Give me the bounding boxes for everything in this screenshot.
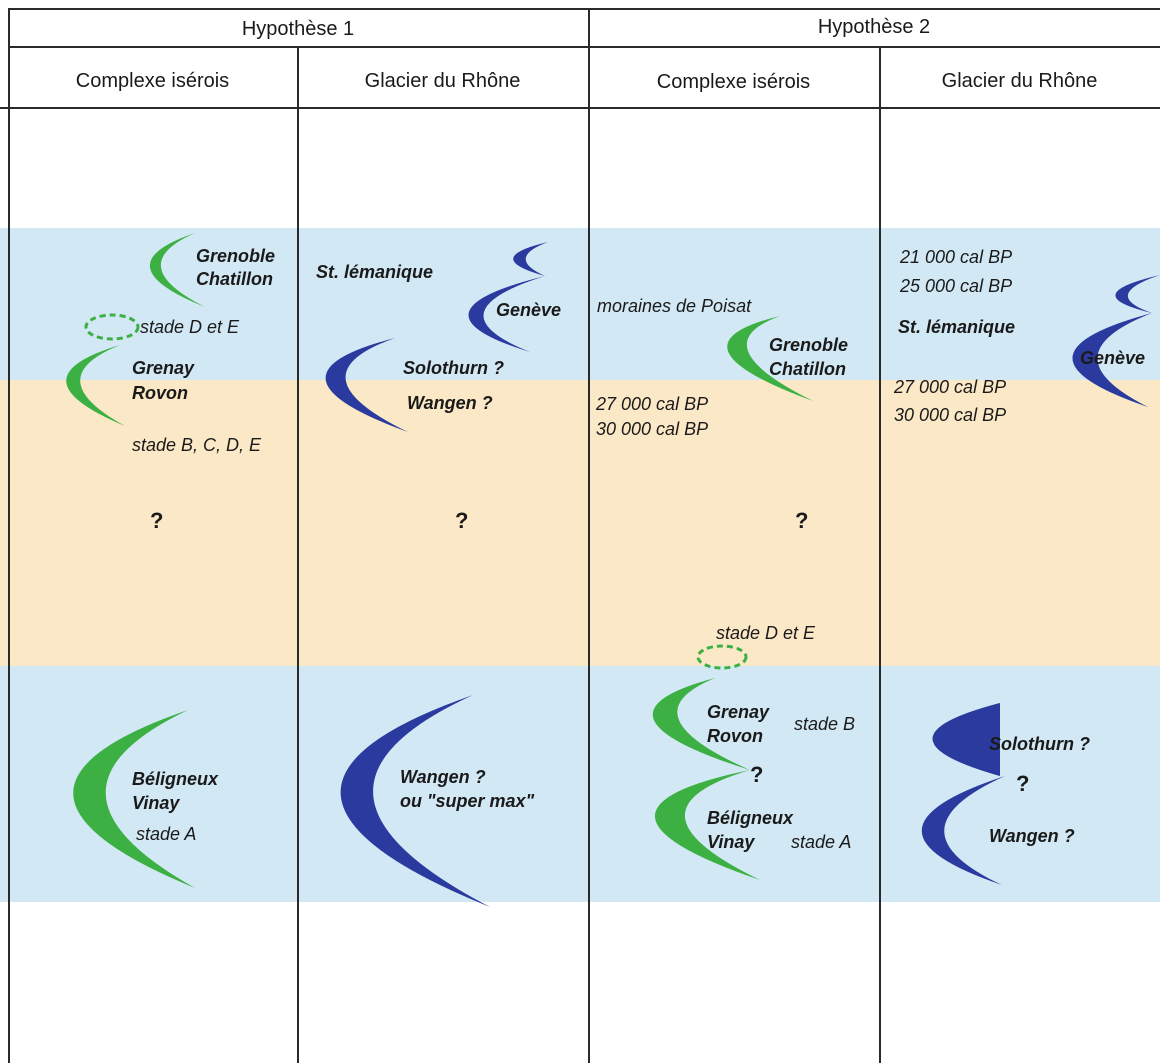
- moraine-arc-grenoble-h2: [727, 316, 813, 401]
- label-date-21000-h2: 21 000 cal BP: [900, 247, 1013, 267]
- label-vinay-h2: Vinay: [707, 832, 755, 852]
- column-header-rhone-h1: Glacier du Rhône: [364, 70, 521, 92]
- moraine-arc-geneve-h2: [1072, 313, 1152, 407]
- question-mark-iserois-h2: ?: [795, 508, 809, 533]
- label-solothurn-h1: Solothurn ?: [403, 358, 504, 378]
- column-header-iserois-h1: Complexe isérois: [75, 70, 230, 92]
- question-mark-rhone-h2: ?: [1016, 771, 1030, 796]
- label-beligneux-h1: Béligneux: [132, 769, 219, 789]
- label-grenoble-h1: Grenoble: [196, 246, 276, 266]
- band-blue-lower: [0, 666, 1160, 902]
- moraine-arc-grenoble-h1: [149, 233, 205, 307]
- label-vinay-h1: Vinay: [132, 793, 180, 813]
- label-stade-a-h2: stade A: [791, 832, 852, 852]
- label-st-lemanique-h2: St. lémanique: [898, 317, 1016, 337]
- grid-col-divider-3: [879, 46, 881, 1063]
- grid-left-line: [8, 8, 10, 1063]
- label-date-27000-rhone-h2: 27 000 cal BP: [894, 377, 1007, 397]
- hypothesis-1-header: Hypothèse 1: [241, 18, 355, 40]
- label-solothurn-h2: Solothurn ?: [989, 734, 1090, 754]
- label-rovon-h2: Rovon: [707, 726, 763, 746]
- question-mark-iserois-2-h2: ?: [750, 762, 764, 787]
- band-orange: [0, 380, 1160, 666]
- label-chatillon-h1: Chatillon: [196, 269, 273, 289]
- label-stade-b-h2: stade B: [794, 714, 856, 734]
- band-blue-upper: [0, 228, 1160, 380]
- moraine-arc-st-lemanique-h2: [1115, 275, 1160, 313]
- moraine-arc-solothurn-h1: [325, 338, 408, 432]
- column-header-rhone-h2: Glacier du Rhône: [941, 70, 1098, 92]
- label-stade-de-h2: stade D et E: [716, 623, 816, 643]
- moraine-arc-solothurn-h2-fill: [935, 703, 1000, 776]
- label-date-25000-h2: 25 000 cal BP: [900, 276, 1013, 296]
- label-rovon-h1: Rovon: [132, 383, 188, 403]
- label-date-30000-rhone-h2: 30 000 cal BP: [894, 405, 1007, 425]
- moraine-arc-geneve-h1: [468, 276, 545, 352]
- label-stade-de-h1: stade D et E: [140, 317, 240, 337]
- label-st-lemanique-h1: St. lémanique: [316, 262, 434, 282]
- label-wangen-h1: Wangen ?: [407, 393, 493, 413]
- grid-col-divider-1: [297, 46, 299, 1063]
- moraine-arc-grenay-h2: [652, 678, 750, 770]
- moraine-arc-beligneux-h2: [654, 770, 760, 880]
- moraine-arc-beligneux-h1: [73, 710, 195, 888]
- label-beligneux-h2: Béligneux: [707, 808, 794, 828]
- grid-header-bottom: [0, 107, 1160, 109]
- label-grenay-h1: Grenay: [132, 358, 195, 378]
- label-super-max-h1: ou "super max": [400, 791, 535, 811]
- column-header-iserois-h2: Complexe isérois: [656, 71, 811, 93]
- grid-top-line: [8, 8, 1160, 10]
- moraine-arc-st-lemanique-h1: [513, 242, 548, 276]
- moraine-arc-wangen-h1: [340, 695, 490, 907]
- label-stade-bcde-h1: stade B, C, D, E: [132, 435, 262, 455]
- label-wangen-h2: Wangen ?: [989, 826, 1075, 846]
- moraine-arc-wangen-h2: [921, 776, 1005, 885]
- question-mark-iserois-h1: ?: [150, 508, 164, 533]
- label-grenay-h2: Grenay: [707, 702, 770, 722]
- question-mark-rhone-h1: ?: [455, 508, 469, 533]
- grid-header-divider: [8, 46, 1160, 48]
- label-moraines-poisat-h2: moraines de Poisat: [597, 296, 752, 316]
- label-wangen2-h1: Wangen ?: [400, 767, 486, 787]
- label-date-30000-iserois-h2: 30 000 cal BP: [596, 419, 709, 439]
- label-grenoble-h2: Grenoble: [769, 335, 849, 355]
- moraine-arc-solothurn-h2: [932, 703, 1000, 776]
- moraine-dashed-stade-de-h2: [696, 644, 748, 670]
- label-date-27000-iserois-h2: 27 000 cal BP: [596, 394, 709, 414]
- moraine-arc-grenay-h1: [66, 345, 125, 426]
- grid-col-divider-2: [588, 8, 590, 1063]
- moraine-dashed-stade-de-h1: [84, 313, 140, 341]
- hypothesis-2-header: Hypothèse 2: [817, 16, 931, 38]
- label-chatillon-h2: Chatillon: [769, 359, 846, 379]
- label-geneve-h1: Genève: [496, 300, 562, 320]
- label-stade-a-h1: stade A: [136, 824, 197, 844]
- label-geneve-h2: Genève: [1080, 348, 1146, 368]
